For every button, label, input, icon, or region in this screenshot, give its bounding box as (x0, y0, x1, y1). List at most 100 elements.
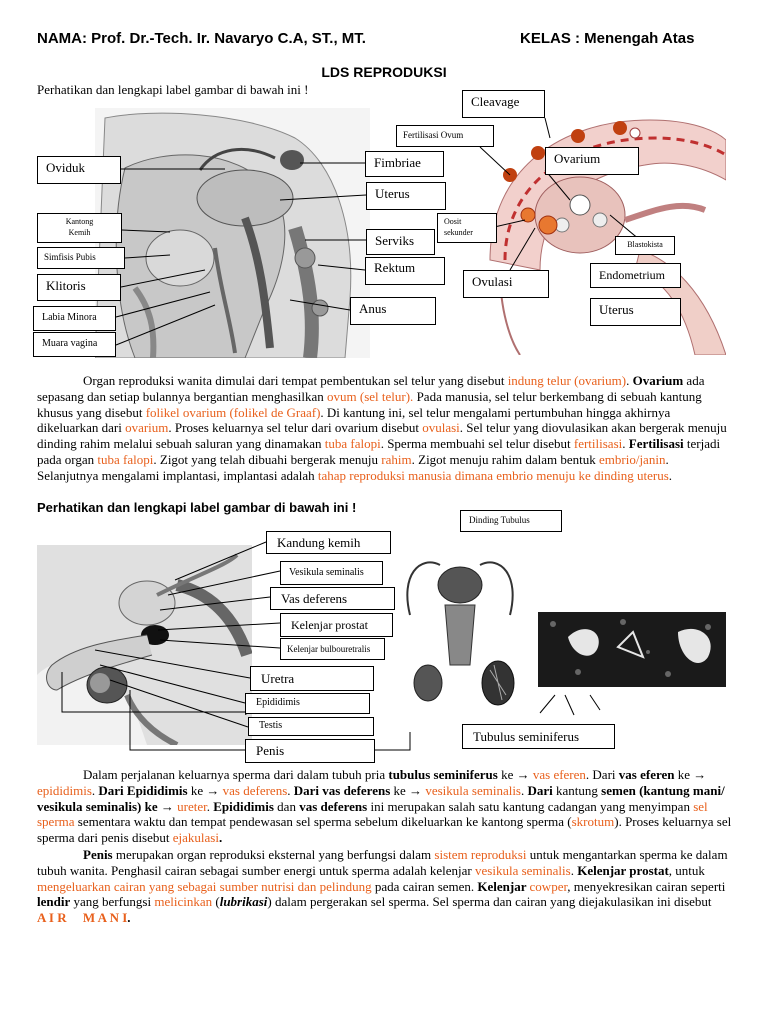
pm-answer: skrotum (571, 814, 615, 830)
pf-text: terjadi pada organ (37, 436, 721, 467)
pm-text: ke → (674, 767, 707, 782)
pm-text: kantung (552, 782, 602, 798)
student-name: NAMA: Prof. Dr.-Tech. Ir. Navaryo C.A, S… (37, 30, 366, 47)
pm-answer: vesikula seminalis (475, 862, 571, 878)
pm-bold: lubrikasi (219, 894, 268, 910)
male-anatomy-front-view (390, 555, 530, 715)
label-muara-vagina: Muara vagina (33, 332, 116, 357)
label-kandung-kemih: Kandung kemih (266, 531, 391, 554)
pf-text: ada sepasang dan setiap bulannya bergant… (37, 373, 705, 404)
pf-answer: tuba falopi (324, 436, 381, 452)
female-anatomy-illustration (95, 108, 370, 358)
pf-text: . Proses keluarnya sel telur dari ovariu… (168, 420, 423, 436)
pf-text: . Zigot menuju rahim dalam bentuk (411, 451, 600, 467)
label-serviks: Serviks (366, 229, 435, 255)
pf-text: . (622, 436, 629, 452)
pm-text: . (570, 862, 578, 878)
pm-text: pada cairan semen. (371, 878, 478, 894)
paragraph-sperma-path: Dalam perjalanan keluarnya sperma dari d… (37, 767, 732, 846)
pm-answer: vas eferen (532, 767, 586, 782)
pf-bold: Fertilisasi (628, 436, 684, 452)
label-simfisis-pubis: Simfisis Pubis (37, 247, 125, 269)
label-anus: Anus (350, 297, 436, 325)
pm-text: . (91, 782, 99, 798)
label-kelenjar-bulbouretralis: Kelenjar bulbouretralis (280, 638, 385, 660)
label-oviduk: Oviduk (37, 156, 121, 184)
label-ovulasi: Ovulasi (463, 270, 549, 298)
pm-bold: Epididimis (213, 798, 274, 814)
pm-answer: mengeluarkan cairan yang sebagai sumber … (37, 878, 372, 894)
pf-text: Pada manusia, sel telur berkembang di se… (37, 388, 702, 420)
pm-answer: A I R M A N I (37, 910, 128, 926)
pf-text: . Sel telur yang diovulasikan akan berge… (37, 420, 727, 452)
label-kantong-kemih-line-1: Kantong (65, 217, 94, 226)
pm-text: yang berfungsi (70, 894, 155, 910)
pm-text: ( (212, 894, 220, 910)
label-endometrium: Endometrium (590, 263, 681, 288)
pm-bold: tubulus seminiferus (388, 767, 498, 782)
pm-text: ). Proses keluarnya sel sperma dari peni… (37, 814, 732, 846)
label-kantong-kemih: Kantong Kemih (37, 213, 122, 243)
label-oosit-line-1: Oosit (444, 217, 462, 226)
tubule-micrograph (538, 612, 726, 687)
class-level: KELAS : Menengah Atas (520, 30, 695, 47)
label-vas-deferens: Vas deferens (270, 587, 395, 610)
pf-answer: ovarium (125, 420, 169, 436)
instruction-male: Perhatikan dan lengkapi label gambar di … (37, 500, 357, 515)
pm-bold: vas deferens (299, 798, 368, 814)
pf-answer: tahap reproduksi manusia dimana embrio m… (317, 467, 669, 483)
pf-text: . Zigot yang telah dibuahi bergerak menu… (153, 451, 382, 467)
pf-text: . Sperma membuahi sel telur disebut (380, 436, 574, 452)
pf-text: . (668, 467, 673, 483)
label-uterus-female: Uterus (366, 182, 446, 210)
pm-text: ini merupakan salah satu kantung cadanga… (367, 798, 694, 814)
pf-answer: rahim (381, 451, 412, 467)
pm-text: . (127, 910, 131, 926)
paragraph-female-reproduction: Organ reproduksi wanita dimulai dari tem… (37, 373, 732, 484)
pf-text: . Selanjutnya mengalami implantasi, impl… (37, 451, 669, 483)
pm-text: . (521, 782, 528, 798)
label-ovarium: Ovarium (545, 147, 639, 175)
pm-text: . (218, 830, 223, 846)
pf-text: Organ reproduksi wanita dimulai dari tem… (83, 373, 508, 388)
pf-answer: folikel ovarium (folikel de Graaf) (145, 404, 321, 420)
pf-bold: Ovarium (632, 373, 684, 388)
pm-bold: lendir (37, 894, 71, 910)
label-penis: Penis (245, 739, 375, 763)
label-uretra: Uretra (250, 666, 374, 691)
label-testis: Testis (248, 717, 374, 736)
pm-text: , untuk (668, 862, 705, 878)
label-kelenjar-prostat: Kelenjar prostat (280, 613, 393, 637)
pf-text: . (626, 373, 630, 388)
pf-text: . Di kantung ini, sel telur mengalami pe… (37, 404, 671, 436)
pm-text: merupakan organ reproduksi eksternal yan… (112, 847, 435, 862)
pf-answer: ovulasi (422, 420, 460, 436)
label-klitoris: Klitoris (37, 274, 121, 301)
pm-answer: sistem reproduksi (434, 847, 527, 862)
label-fertilisasi-ovum: Fertilisasi Ovum (396, 125, 494, 147)
pf-answer: embrio/janin (599, 451, 666, 467)
pm-text: ke → (187, 782, 223, 798)
label-fimbriae: Fimbriae (365, 151, 444, 177)
label-rektum: Rektum (365, 257, 445, 285)
pm-answer: melicinkan (154, 894, 213, 910)
pm-text: . Dari (585, 767, 619, 782)
instruction-female: Perhatikan dan lengkapi label gambar di … (37, 82, 309, 97)
pm-bold: Kelenjar prostat (577, 862, 669, 878)
paragraph-penis-glands: Penis merupakan organ reproduksi ekstern… (37, 847, 732, 926)
pm-answer: ejakulasi (172, 830, 219, 846)
pm-answer: vas deferens (222, 782, 288, 798)
pm-text: . (287, 782, 294, 798)
pm-answer: sel sperma (37, 798, 708, 830)
pm-text: . (206, 798, 214, 814)
label-blastokista: Blastokista (615, 236, 675, 255)
pm-answer: ureter (177, 798, 207, 814)
label-labia-minora: Labia Minora (33, 306, 116, 331)
pm-bold: vas eferen (618, 767, 675, 782)
pm-text: dan (273, 798, 300, 814)
pf-answer: tuba falopi (97, 451, 154, 467)
pm-text: ke → (390, 782, 426, 798)
label-vesikula-seminalis: Vesikula seminalis (280, 561, 383, 585)
pm-bold: Dari (527, 782, 553, 798)
pm-answer: epididimis (37, 782, 92, 798)
